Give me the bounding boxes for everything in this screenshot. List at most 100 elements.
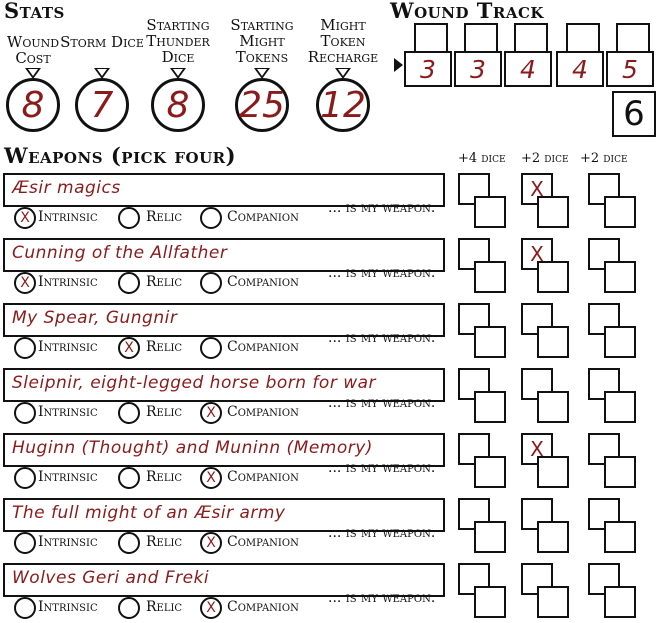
weapon-type-label: Relic — [146, 274, 183, 290]
upgrade-checkbox-secondary[interactable] — [604, 261, 636, 293]
weapons-title: Weapons (pick four) — [4, 143, 237, 168]
wound-checkbox[interactable] — [514, 23, 548, 53]
weapon-type-label: Intrinsic — [38, 209, 98, 225]
is-my-weapon-label: ... is my weapon. — [328, 265, 436, 281]
upgrade-checkbox-secondary[interactable] — [474, 586, 506, 618]
wound-value: 4 — [504, 51, 552, 87]
header-plus2-a: +2 dice — [521, 151, 569, 166]
weapon-type-radio[interactable] — [200, 272, 222, 294]
wound-checkbox[interactable] — [566, 23, 600, 53]
stat-value[interactable]: 8 — [6, 78, 60, 132]
weapon-type-label: Relic — [146, 339, 183, 355]
weapon-type-radio[interactable] — [14, 532, 36, 554]
upgrade-checkbox-secondary[interactable] — [474, 326, 506, 358]
weapon-type-radio[interactable]: X — [200, 532, 222, 554]
weapon-type-label: Intrinsic — [38, 339, 98, 355]
upgrade-checkbox-secondary[interactable] — [604, 196, 636, 228]
stat-value[interactable]: 12 — [316, 78, 370, 132]
is-my-weapon-label: ... is my weapon. — [328, 590, 436, 606]
weapon-name-field[interactable] — [3, 368, 445, 402]
upgrade-checkbox-secondary[interactable] — [604, 521, 636, 553]
wound-checkbox[interactable] — [616, 23, 650, 53]
stat-label: Wound Cost — [6, 33, 60, 67]
upgrade-checkbox-secondary[interactable] — [474, 196, 506, 228]
is-my-weapon-label: ... is my weapon. — [328, 200, 436, 216]
upgrade-checkbox-secondary[interactable] — [474, 456, 506, 488]
weapon-name-field[interactable] — [3, 303, 445, 337]
weapon-name: Huginn (Thought) and Muninn (Memory) — [12, 438, 373, 458]
wound-value: 3 — [454, 51, 502, 87]
upgrade-checkbox-secondary[interactable] — [537, 326, 569, 358]
weapon-type-radio[interactable] — [14, 402, 36, 424]
stats-title: Stats — [4, 0, 65, 23]
upgrade-checkbox-secondary[interactable] — [604, 391, 636, 423]
weapon-type-radio[interactable] — [14, 467, 36, 489]
weapon-type-label: Companion — [227, 534, 299, 550]
stat-pointer-icon — [335, 68, 351, 79]
weapon-type-label: Intrinsic — [38, 404, 98, 420]
weapon-name: Cunning of the Allfather — [12, 243, 228, 263]
weapon-type-radio[interactable] — [118, 207, 140, 229]
weapon-type-radio[interactable] — [200, 207, 222, 229]
upgrade-checkbox-secondary[interactable] — [474, 261, 506, 293]
weapon-type-label: Relic — [146, 469, 183, 485]
weapon-type-radio[interactable] — [118, 597, 140, 619]
weapon-name-field[interactable] — [3, 498, 445, 532]
stat-pointer-icon — [170, 68, 186, 79]
weapon-type-radio[interactable]: X — [14, 207, 36, 229]
weapon-type-radio[interactable]: X — [200, 597, 222, 619]
upgrade-checkbox-secondary[interactable] — [604, 456, 636, 488]
upgrade-checkbox-secondary[interactable] — [474, 521, 506, 553]
weapon-name: Sleipnir, eight-legged horse born for wa… — [12, 373, 377, 393]
wound-final-value: 6 — [612, 91, 656, 137]
weapon-name-field[interactable] — [3, 173, 445, 207]
weapon-name-field[interactable] — [3, 433, 445, 467]
wound-value: 3 — [404, 51, 452, 87]
weapon-type-radio[interactable]: X — [200, 402, 222, 424]
wound-value: 4 — [556, 51, 604, 87]
stat-value[interactable]: 7 — [75, 78, 129, 132]
weapon-type-radio[interactable] — [118, 532, 140, 554]
weapon-type-label: Relic — [146, 534, 183, 550]
is-my-weapon-label: ... is my weapon. — [328, 525, 436, 541]
weapon-name: My Spear, Gungnir — [12, 308, 178, 328]
upgrade-checkbox-secondary[interactable] — [474, 391, 506, 423]
weapon-type-label: Companion — [227, 469, 299, 485]
weapon-type-radio[interactable]: X — [200, 467, 222, 489]
wound-start-arrow-icon — [394, 58, 403, 72]
upgrade-checkbox-secondary[interactable] — [537, 391, 569, 423]
is-my-weapon-label: ... is my weapon. — [328, 460, 436, 476]
weapon-name-field[interactable] — [3, 238, 445, 272]
upgrade-checkbox-secondary[interactable] — [537, 586, 569, 618]
wound-checkbox[interactable] — [414, 23, 448, 53]
weapon-name-field[interactable] — [3, 563, 445, 597]
weapon-type-radio[interactable] — [118, 402, 140, 424]
weapon-type-radio[interactable] — [118, 467, 140, 489]
weapon-type-radio[interactable]: X — [14, 272, 36, 294]
wound-value: 5 — [606, 51, 654, 87]
upgrade-checkbox-secondary[interactable] — [537, 261, 569, 293]
weapon-type-radio[interactable]: X — [118, 337, 140, 359]
upgrade-checkbox-secondary[interactable] — [604, 586, 636, 618]
upgrade-checkbox-secondary[interactable] — [604, 326, 636, 358]
stat-label: Might Token Recharge — [307, 16, 379, 66]
stat-value[interactable]: 25 — [235, 78, 289, 132]
weapon-type-radio[interactable] — [14, 337, 36, 359]
upgrade-checkbox-secondary[interactable] — [537, 521, 569, 553]
weapon-type-label: Intrinsic — [38, 274, 98, 290]
upgrade-checkbox-secondary[interactable] — [537, 456, 569, 488]
weapon-type-radio[interactable] — [14, 597, 36, 619]
stat-pointer-icon — [254, 68, 270, 79]
stat-value[interactable]: 8 — [151, 78, 205, 132]
stat-label: Storm Dice — [60, 33, 144, 51]
header-plus4: +4 dice — [458, 151, 506, 166]
upgrade-checkbox-secondary[interactable] — [537, 196, 569, 228]
weapon-type-label: Companion — [227, 339, 299, 355]
weapon-type-radio[interactable] — [200, 337, 222, 359]
is-my-weapon-label: ... is my weapon. — [328, 395, 436, 411]
weapon-name: Æsir magics — [12, 178, 121, 198]
is-my-weapon-label: ... is my weapon. — [328, 330, 436, 346]
header-plus2-b: +2 dice — [580, 151, 628, 166]
wound-checkbox[interactable] — [464, 23, 498, 53]
weapon-type-radio[interactable] — [118, 272, 140, 294]
